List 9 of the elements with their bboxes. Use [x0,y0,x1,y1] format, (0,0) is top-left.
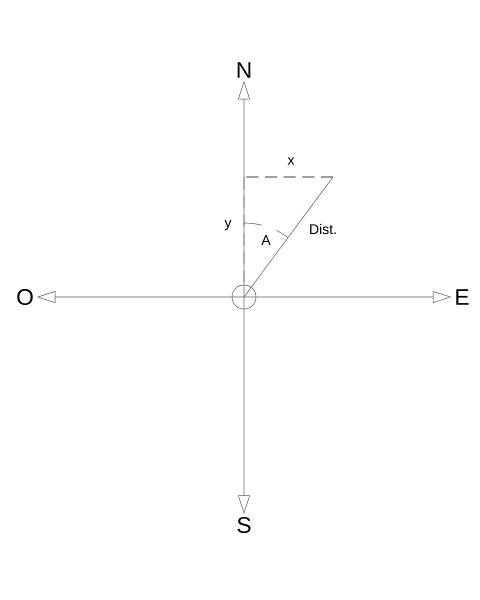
direction-label: O [17,288,33,306]
direction-label: E [456,289,469,305]
variable-label: y [224,220,232,230]
variable-label: x [288,157,294,165]
variable-label: Dist. [310,224,336,234]
direction-label: N [238,62,250,78]
variable-label: A [261,235,271,245]
direction-label: S [237,516,251,534]
origin-circle [232,284,256,310]
